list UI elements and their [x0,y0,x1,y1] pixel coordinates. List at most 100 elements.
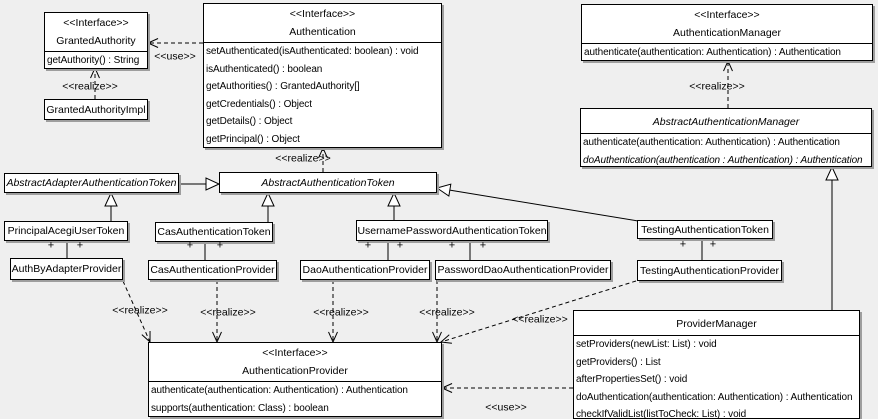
class-name: PrincipalAcegiUserToken [7,225,125,237]
multiplicity-plus-label: + [679,238,687,251]
class-granted-authority[interactable]: <<Interface>> GrantedAuthority getAuthorit… [44,12,148,69]
class-abstract-authentication-token[interactable]: AbstractAuthenticationToken [219,172,437,193]
methods-compartment: setAuthenticated(isAuthenticated: boolea… [204,42,441,149]
stereotype-label: <<Interface>> [262,347,328,359]
method-row: getAuthority() : String [47,55,140,66]
class-name: AbstractAdapterAuthenticationToken [6,177,177,189]
class-authentication-manager[interactable]: <<Interface>> AuthenticationManager authen… [581,4,873,61]
realize-stereotype-label: <<realize>> [313,306,369,319]
realize-stereotype-label: <<realize>> [62,80,118,93]
class-authentication-provider[interactable]: <<Interface>> AuthenticationProvider authe… [148,342,442,417]
multiplicity-plus-label: + [479,239,487,252]
class-name: DaoAuthenticationProvider [302,264,428,276]
method-row: afterPropertiesSet() : void [576,374,688,386]
multiplicity-plus-label: + [448,239,456,252]
methods-compartment: getAuthority() : String [45,51,147,70]
multiplicity-plus-label: + [216,239,224,252]
class-name: PasswordDaoAuthenticationProvider [437,264,609,276]
class-name: ProviderManager [676,318,757,330]
method-row: authenticate(authentication: Authenticat… [583,137,840,148]
class-principal-acegi-user-token[interactable]: PrincipalAcegiUserToken [4,221,128,241]
realize-stereotype-label: <<realize>> [112,304,168,317]
class-name: CasAuthenticationToken [157,226,271,238]
class-authentication[interactable]: <<Interface>> Authentication setAuthentica… [203,3,442,148]
method-row: isAuthenticated() : boolean [206,63,323,75]
method-row: authenticate(authentication: Authenticat… [151,385,408,396]
edge-gen-principal-to-adapter-token [104,191,118,221]
method-row: getCredentials() : Object [206,98,312,110]
edge-gen-testing-to-abstract-token [435,183,639,222]
stereotype-label: <<Interface>> [289,8,356,20]
class-granted-authority-impl[interactable]: GrantedAuthorityImpl [44,99,148,120]
class-username-password-authentication-token[interactable]: UsernamePasswordAuthenticationToken [356,220,548,241]
realize-stereotype-label: <<realize>> [275,152,331,165]
realize-stereotype-label: <<realize>> [419,306,475,319]
edge-use-providermanager-authenticationprovider [440,383,573,393]
class-name: CasAuthenticationProvider [150,264,275,276]
class-name: AuthenticationManager [673,27,781,39]
methods-compartment: authenticate(authentication: Authenticat… [582,43,872,62]
multiplicity-plus-label: + [76,239,84,252]
methods-compartment: authenticate(authentication: Authenticat… [581,133,871,169]
class-name: AuthByAdapterProvider [11,263,122,275]
class-name: AbstractAuthenticationManager [652,116,800,128]
class-cas-authentication-token[interactable]: CasAuthenticationToken [155,222,273,242]
method-row: setAuthenticated(isAuthenticated: boolea… [206,46,419,57]
methods-compartment: setProviders(newList: List) : void getPro… [574,335,859,419]
edge-gen-cas-to-abstract-token [261,191,275,222]
edge-realize-abstracttoken-authentication [318,146,328,172]
multiplicity-plus-label: + [47,239,55,252]
multiplicity-plus-label: + [364,239,372,252]
class-dao-authentication-provider[interactable]: DaoAuthenticationProvider [300,260,430,280]
method-row: checkIfValidList(listToCheck: List) : vo… [576,409,747,419]
method-row: getProviders() : List [576,356,661,368]
class-name: TestingAuthenticationToken [641,223,769,236]
stereotype-label: <<Interface>> [694,9,760,21]
class-title-authentication-provider: <<Interface>> AuthenticationProvider [149,343,441,381]
multiplicity-plus-label: + [186,239,194,252]
class-name: AbstractAuthenticationToken [261,176,395,189]
class-title-authentication-manager: <<Interface>> AuthenticationManager [582,5,872,43]
class-name: AuthenticationProvider [242,365,348,377]
class-abstract-adapter-authentication-token[interactable]: AbstractAdapterAuthenticationToken [4,173,179,193]
multiplicity-plus-label: + [396,239,404,252]
edge-gen-adapter-to-abstract-token [179,177,221,191]
stereotype-label: <<Interface>> [63,17,129,29]
class-name: UsernamePasswordAuthenticationToken [357,224,547,237]
method-row: doAuthentication(authentication: Authent… [576,391,853,403]
class-testing-authentication-provider[interactable]: TestingAuthenticationProvider [637,260,782,281]
multiplicity-plus-label: + [709,238,717,251]
class-name: GrantedAuthorityImpl [46,103,146,116]
class-auth-by-adapter-provider[interactable]: AuthByAdapterProvider [10,258,123,280]
class-name: TestingAuthenticationProvider [640,264,779,277]
class-name: GrantedAuthority [56,35,136,47]
edge-use-authentication-grantedauthority [146,38,203,48]
use-stereotype-label: <<use>> [485,401,527,414]
realize-stereotype-label: <<realize>> [689,80,745,93]
realize-stereotype-label: <<realize>> [512,313,568,326]
class-title-abstract-authentication-manager: AbstractAuthenticationManager [581,109,871,133]
class-name: Authentication [289,26,356,38]
methods-compartment: authenticate(authentication: Authenticat… [149,381,441,417]
edge-gen-providermanager-to-abstract-manager [825,165,839,310]
edge-gen-usernamepassword-to-abstract-token [387,191,401,220]
method-row: doAuthentication(authentication : Authen… [583,154,863,166]
method-row: getAuthorities() : GrantedAuthority[] [206,81,360,93]
edge-realize-abstractmanager-authenticationmanager [723,59,733,108]
class-title-authentication: <<Interface>> Authentication [204,4,441,42]
class-abstract-authentication-manager[interactable]: AbstractAuthenticationManager authenticat… [580,108,872,167]
class-testing-authentication-token[interactable]: TestingAuthenticationToken [637,220,773,239]
method-row: setProviders(newList: List) : void [576,339,717,350]
method-row: authenticate(authentication: Authenticat… [584,47,841,58]
class-password-dao-authentication-provider[interactable]: PasswordDaoAuthenticationProvider [435,260,611,280]
method-row: supports(authentication: Class) : boolea… [151,402,329,414]
realize-stereotype-label: <<realize>> [200,306,256,319]
class-title-granted-authority: <<Interface>> GrantedAuthority [45,13,147,51]
method-row: getPrincipal() : Object [206,133,300,145]
use-stereotype-label: <<use>> [154,50,196,63]
class-title-provider-manager: ProviderManager [574,311,859,335]
class-provider-manager[interactable]: ProviderManager setProviders(newList: Lis… [573,310,860,419]
class-cas-authentication-provider[interactable]: CasAuthenticationProvider [148,260,277,280]
